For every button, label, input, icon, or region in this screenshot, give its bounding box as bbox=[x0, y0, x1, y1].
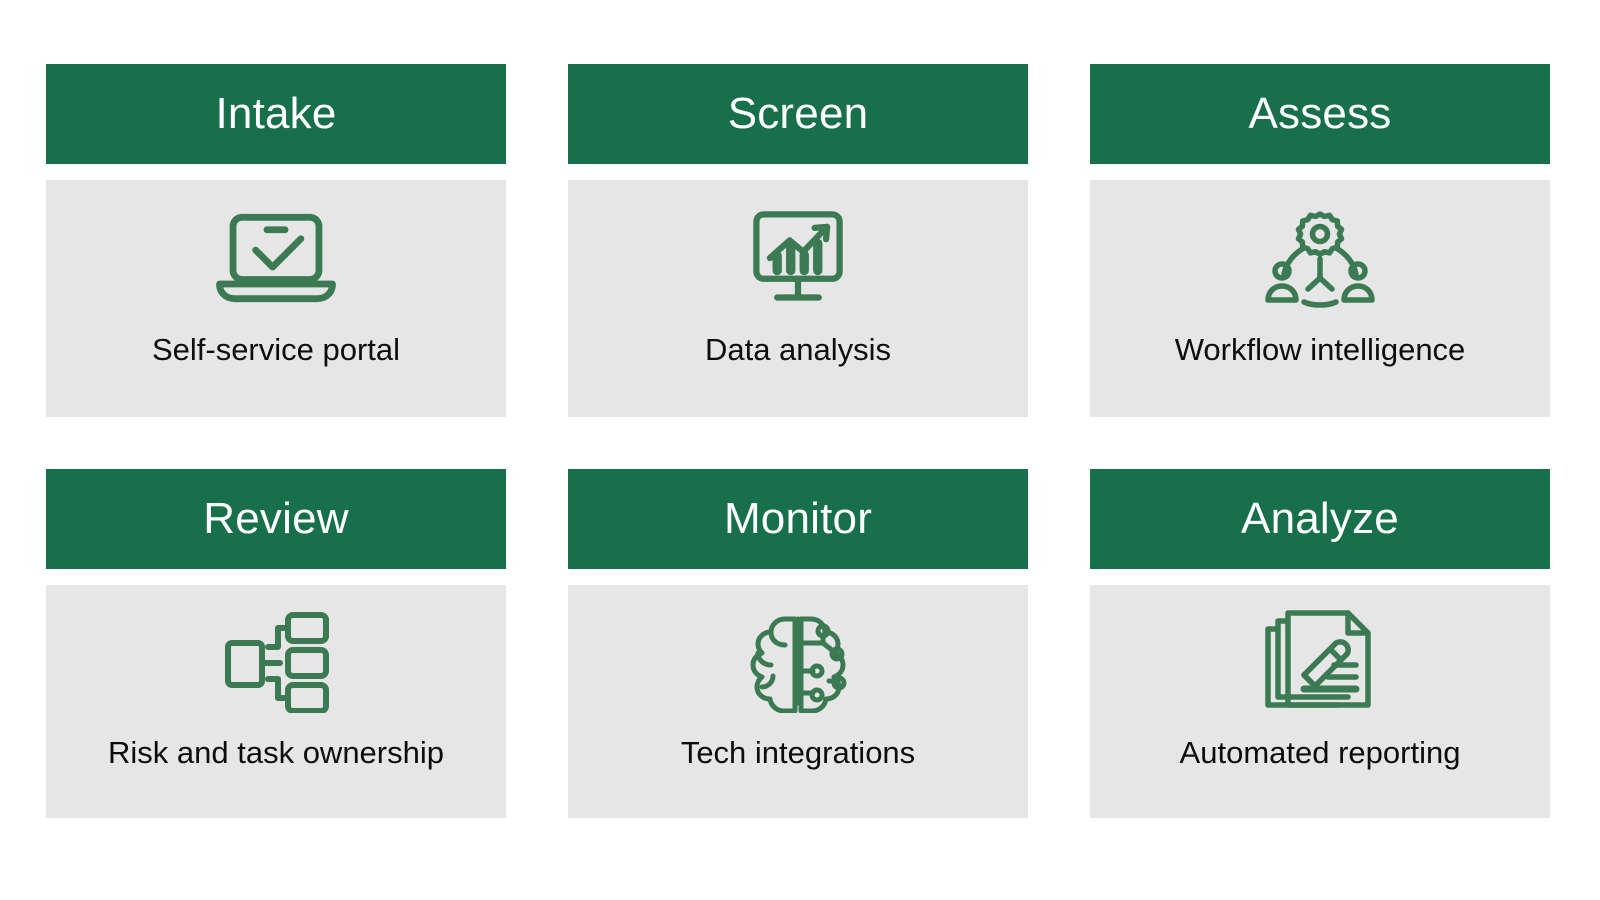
card-caption: Workflow intelligence bbox=[1174, 332, 1466, 367]
card-monitor[interactable]: Monitor bbox=[568, 469, 1028, 818]
org-chart-hierarchy-icon bbox=[206, 609, 346, 713]
card-screen[interactable]: Screen Data analysis bbox=[568, 64, 1028, 417]
card-body-intake: Self-service portal bbox=[46, 180, 506, 417]
card-header-intake: Intake bbox=[46, 64, 506, 164]
card-body-assess: Workflow intelligence bbox=[1090, 180, 1550, 417]
card-title: Analyze bbox=[1241, 494, 1399, 543]
card-header-monitor: Monitor bbox=[568, 469, 1028, 569]
card-assess[interactable]: Assess bbox=[1090, 64, 1550, 417]
card-body-screen: Data analysis bbox=[568, 180, 1028, 417]
card-header-analyze: Analyze bbox=[1090, 469, 1550, 569]
card-intake[interactable]: Intake Self-service portal bbox=[46, 64, 506, 417]
cards-grid: Intake Self-service portal Screen bbox=[46, 64, 1550, 818]
card-caption: Tech integrations bbox=[680, 735, 916, 770]
card-title: Screen bbox=[727, 89, 869, 138]
brain-circuit-icon bbox=[728, 609, 868, 713]
card-body-analyze: Automated reporting bbox=[1090, 585, 1550, 818]
card-title: Monitor bbox=[723, 494, 873, 543]
card-title: Intake bbox=[215, 89, 337, 138]
card-body-monitor: Tech integrations bbox=[568, 585, 1028, 818]
card-header-assess: Assess bbox=[1090, 64, 1550, 164]
card-header-review: Review bbox=[46, 469, 506, 569]
card-caption: Automated reporting bbox=[1179, 735, 1461, 770]
card-caption: Risk and task ownership bbox=[108, 735, 444, 770]
laptop-check-icon bbox=[206, 206, 346, 310]
documents-pencil-icon bbox=[1250, 609, 1390, 713]
card-caption: Self-service portal bbox=[151, 332, 401, 367]
gear-people-network-icon bbox=[1250, 206, 1390, 310]
card-review[interactable]: Review Risk and task ownership bbox=[46, 469, 506, 818]
card-title: Review bbox=[203, 494, 349, 543]
card-analyze[interactable]: Analyze bbox=[1090, 469, 1550, 818]
card-body-review: Risk and task ownership bbox=[46, 585, 506, 818]
card-title: Assess bbox=[1248, 89, 1392, 138]
card-header-screen: Screen bbox=[568, 64, 1028, 164]
card-caption: Data analysis bbox=[704, 332, 892, 367]
monitor-chart-growth-icon bbox=[728, 206, 868, 310]
